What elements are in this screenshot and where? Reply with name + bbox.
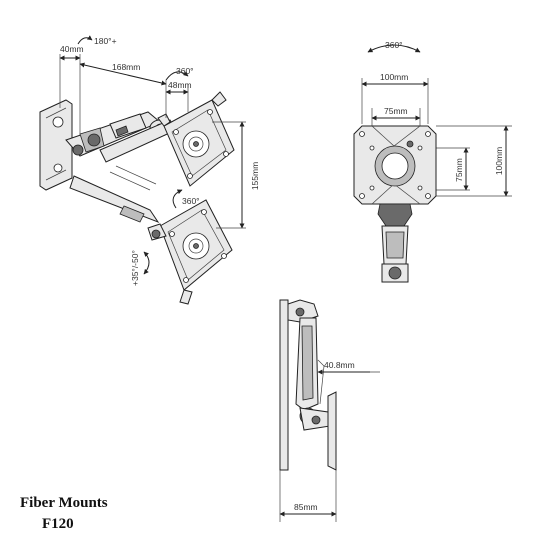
front-view: 360° 100mm 75mm — [353, 40, 512, 283]
side-85mm-label: 85mm — [294, 502, 318, 512]
dim-180-rotation-label: 180°+ — [94, 36, 117, 46]
upper-vesa-plate — [157, 91, 235, 187]
front-75mm-width-label: 75mm — [384, 106, 408, 116]
brand-name: Fiber Mounts — [20, 495, 108, 511]
side-vesa-plate — [327, 391, 337, 471]
dim-168mm-label: 168mm — [112, 62, 140, 72]
dim-155mm-label: 155mm — [250, 162, 260, 190]
front-100mm-width-label: 100mm — [380, 72, 408, 82]
front-arm — [377, 203, 413, 227]
wall-plate — [39, 99, 73, 191]
front-100mm-height-label: 100mm — [494, 147, 504, 175]
dim-tilt-label: +35°/-50° — [130, 250, 140, 286]
side-wall-plate — [279, 299, 289, 471]
side-40-8mm-label: 40.8mm — [324, 360, 355, 370]
front-75mm-height-label: 75mm — [454, 158, 464, 182]
model-number: F120 — [42, 516, 74, 532]
isometric-view: 40mm 180°+ 168mm 360° 48mm 155mm 360° +3… — [39, 35, 260, 305]
side-view: 40.8mm 85mm — [279, 299, 380, 522]
lower-arm — [69, 175, 160, 224]
dim-360-top-label: 360° — [176, 66, 194, 76]
dim-360-arm-label: 360° — [182, 196, 200, 206]
dim-48mm-label: 48mm — [168, 80, 192, 90]
front-360-label: 360° — [385, 40, 403, 50]
dim-40mm-label: 40mm — [60, 44, 84, 54]
lower-vesa-plate — [147, 199, 233, 305]
